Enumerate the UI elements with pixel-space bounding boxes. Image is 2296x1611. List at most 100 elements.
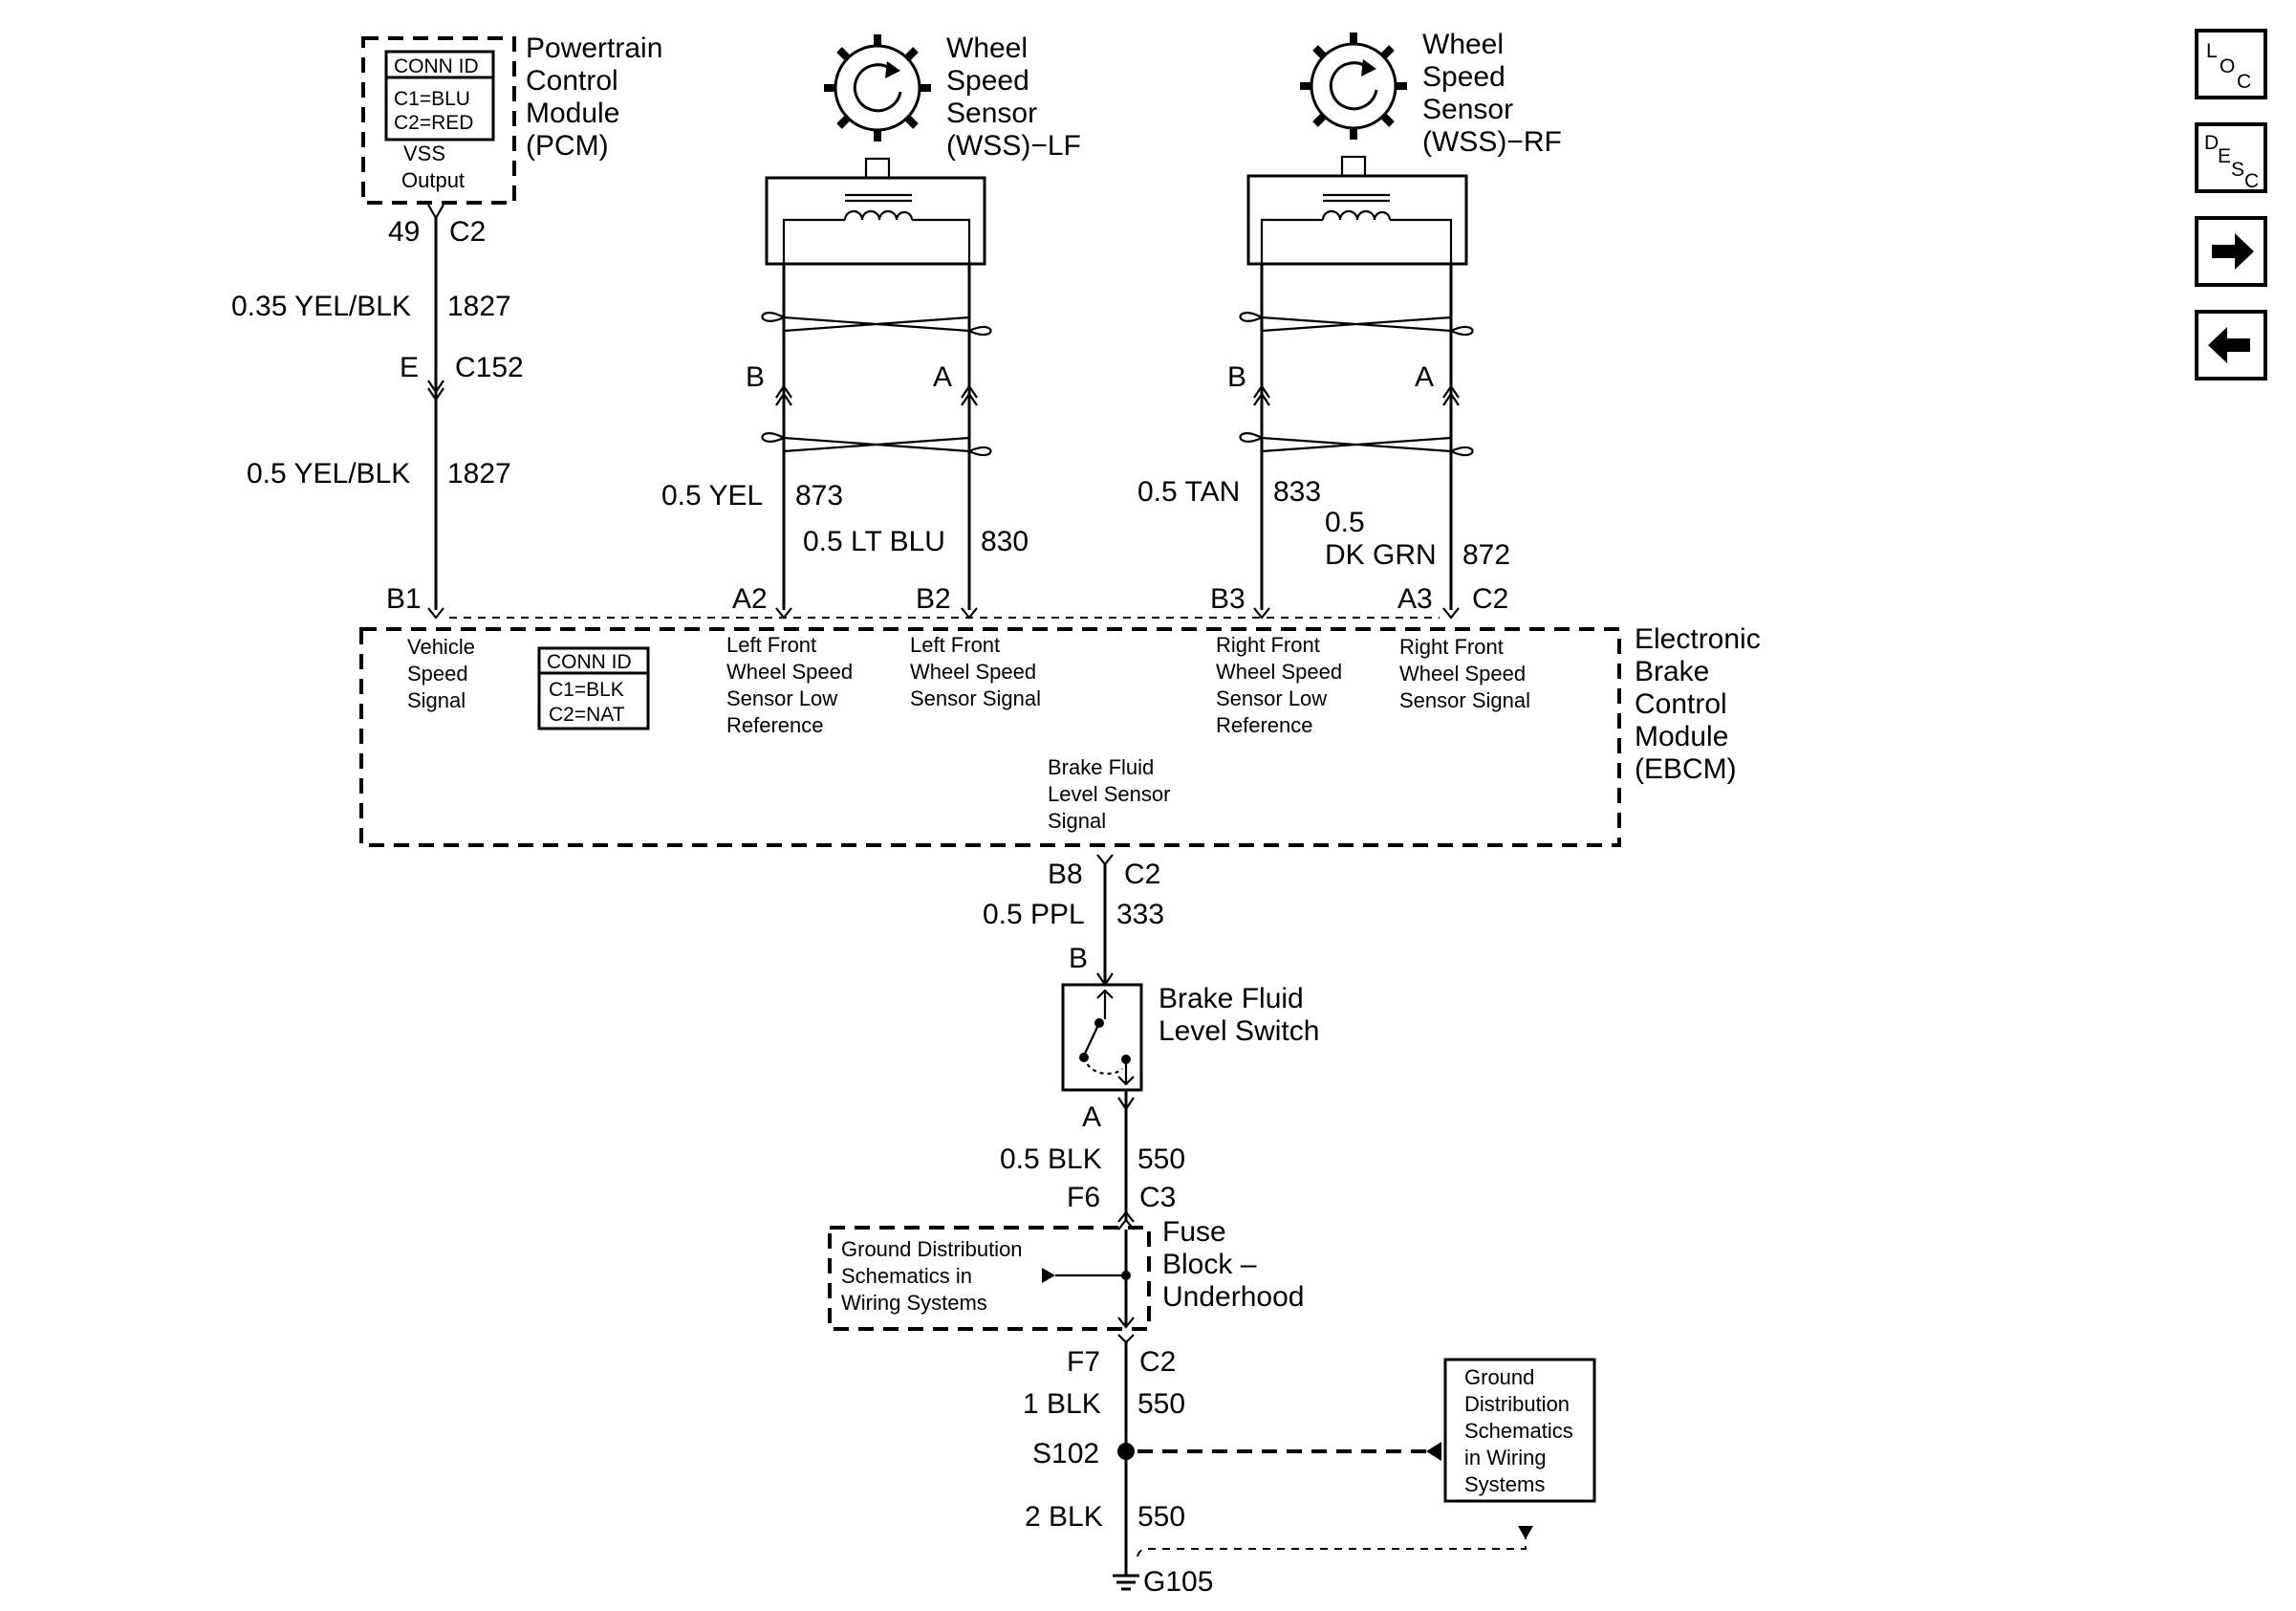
wss-lf-twist-upper — [761, 312, 992, 337]
wire-550-mid-color: 1 BLK — [1023, 1388, 1101, 1420]
ebcm-label-rf-low-line4: Reference — [1216, 713, 1313, 737]
pcm-connector-symbol — [427, 204, 444, 221]
wss-lf-pin-b: B — [746, 361, 765, 393]
ground-id: G105 — [1143, 1566, 1213, 1598]
fuse-block-ref-line2[interactable]: Schematics in — [841, 1264, 972, 1288]
ebcm-label-rf-low-line1: Right Front — [1216, 633, 1320, 657]
wss-rf-connector-a-symbol — [1442, 384, 1460, 406]
switch-pin-b: B — [1069, 943, 1088, 974]
ebcm-pin-b1: B1 — [386, 583, 422, 615]
ebcm-pin-b8: B8 — [1048, 859, 1083, 890]
wss-lf-title-line3: Sensor — [946, 98, 1037, 129]
ground-circuit-550-lower: F7 C2 1 BLK 550 S102 2 BLK 550 G105 — [1023, 1334, 1533, 1598]
wire-rf-a-circuit: 872 — [1462, 539, 1510, 571]
wire-333-circuit: 333 — [1116, 899, 1164, 930]
ground-distribution-ref-box[interactable]: Ground Distribution Schematics in Wiring… — [1443, 1358, 1596, 1503]
fuse-block-out-connector: C2 — [1139, 1346, 1176, 1378]
pcm-pin-label-output: Output — [401, 168, 465, 192]
previous-page-button[interactable] — [2195, 310, 2267, 381]
wss-lf-body — [765, 176, 986, 266]
ground-ref-line2: Distribution — [1464, 1392, 1570, 1416]
fuse-block-out-pin: F7 — [1067, 1346, 1100, 1378]
fuse-block-title-line3: Underhood — [1162, 1281, 1304, 1313]
c152-connector-symbol — [427, 380, 444, 402]
ebcm-label-lf-sig-line1: Left Front — [910, 633, 1000, 657]
arrow-right-icon — [2212, 233, 2254, 270]
desc-button[interactable]: D E S C — [2195, 122, 2267, 193]
wire-550-upper-circuit: 550 — [1137, 1143, 1185, 1175]
pcm-connector-id: C2 — [449, 216, 486, 248]
ebcm-pin-b3: B3 — [1210, 583, 1245, 615]
ebcm-label-rf-sig-line3: Sensor Signal — [1399, 688, 1530, 712]
fuse-block-ref-line3[interactable]: Wiring Systems — [841, 1291, 987, 1315]
pcm-module: CONN ID C1=BLU C2=RED VSS Output Powertr… — [361, 33, 662, 205]
wire-rf-a-color-line2: DK GRN — [1325, 539, 1437, 571]
ebcm-pin-a2: A2 — [732, 583, 768, 615]
switch-body — [1061, 983, 1143, 1092]
wss-rf-title-line4: (WSS)−RF — [1422, 126, 1562, 158]
ebcm-label-lf-low-line1: Left Front — [726, 633, 816, 657]
pcm-wire-upper-circuit: 1827 — [447, 291, 511, 322]
next-page-button[interactable] — [2195, 216, 2267, 287]
pcm-conn-id-header: CONN ID — [394, 55, 479, 77]
pcm-outline — [361, 36, 516, 205]
pcm-conn-id-c2: C2=RED — [394, 112, 473, 134]
ebcm-conn-id-c1: C1=BLK — [549, 679, 624, 701]
ebcm-conn-id-header: CONN ID — [547, 651, 632, 673]
wss-lf-connector-a-symbol — [961, 384, 978, 406]
ebcm-label-vss-line2: Speed — [407, 662, 468, 686]
loc-button[interactable]: L O C — [2195, 29, 2267, 99]
ebcm-title-line5: (EBCM) — [1635, 753, 1737, 785]
switch-contact-icon — [1083, 1022, 1100, 1056]
ground-ref-line1: Ground — [1464, 1365, 1534, 1389]
wss-rf-connector-b-symbol — [1253, 384, 1270, 406]
loc-letter-l: L — [2206, 40, 2218, 62]
ebcm-title-line4: Module — [1635, 721, 1728, 752]
c152-connector-id: C152 — [455, 352, 524, 383]
wss-lf-twist-lower — [761, 432, 992, 457]
pcm-title-line3: Module — [526, 98, 619, 129]
wheel-speed-sensor-tone-ring-icon — [1300, 33, 1407, 140]
wire-lf-a-circuit: 830 — [981, 526, 1029, 557]
ebcm-label-vss-line1: Vehicle — [407, 635, 475, 659]
desc-letter-c: C — [2244, 170, 2259, 192]
ebcm-label-lf-sig-line3: Sensor Signal — [910, 686, 1041, 710]
fuse-block-ref-line1[interactable]: Ground Distribution — [841, 1237, 1023, 1261]
ebcm-pin-a3: A3 — [1397, 583, 1433, 615]
pcm-title-line2: Control — [526, 65, 618, 97]
ebcm-conn-id-c2: C2=NAT — [549, 704, 625, 726]
wss-lf-coil-icon — [843, 209, 914, 221]
ebcm-label-bfl-line2: Level Sensor — [1048, 782, 1170, 806]
ebcm-label-rf-sig-line1: Right Front — [1399, 635, 1504, 659]
pcm-pin-number: 49 — [388, 216, 420, 248]
wss-rf-coil-icon — [1321, 209, 1392, 221]
ebcm-label-lf-low-line3: Sensor Low — [726, 686, 837, 710]
desc-letter-s: S — [2231, 159, 2244, 181]
loc-letter-o: O — [2220, 55, 2235, 77]
ground-g105-icon — [1113, 1574, 1139, 1591]
wss-lf-pin-a: A — [933, 361, 952, 393]
ebcm-conn-id-box — [537, 646, 650, 730]
wire-333-color: 0.5 PPL — [983, 899, 1085, 930]
c152-pin: E — [400, 352, 419, 383]
switch-title-line1: Brake Fluid — [1159, 983, 1304, 1014]
wire-rf-b-color: 0.5 TAN — [1137, 476, 1240, 508]
fuse-block-title-line1: Fuse — [1162, 1216, 1226, 1248]
ebcm-label-rf-low-line2: Wheel Speed — [1216, 660, 1342, 684]
splice-s102-dot — [1117, 1443, 1135, 1460]
arrow-left-icon — [2208, 327, 2250, 363]
wss-rf: Wheel Speed Sensor (WSS)−RF B A 0.5 TAN … — [1137, 29, 1562, 610]
fuse-block-in-connector: C3 — [1139, 1182, 1176, 1213]
pcm-wire-lower-color: 0.5 YEL/BLK — [247, 458, 410, 490]
ebcm-b8-connector-symbol — [1096, 854, 1114, 866]
wss-rf-title-line2: Speed — [1422, 61, 1505, 93]
ebcm-label-vss-line3: Signal — [407, 688, 466, 712]
ground-ref-line4: in Wiring — [1464, 1446, 1547, 1469]
ebcm-title-line1: Electronic — [1635, 623, 1761, 655]
wire-550-upper-color: 0.5 BLK — [1000, 1143, 1102, 1175]
switch-title-line2: Level Switch — [1159, 1015, 1319, 1047]
desc-letter-d: D — [2204, 132, 2219, 154]
wss-lf-title-line4: (WSS)−LF — [946, 130, 1081, 162]
pcm-wire-lower-circuit: 1827 — [447, 458, 511, 490]
ebcm-label-lf-sig-line2: Wheel Speed — [910, 660, 1036, 684]
